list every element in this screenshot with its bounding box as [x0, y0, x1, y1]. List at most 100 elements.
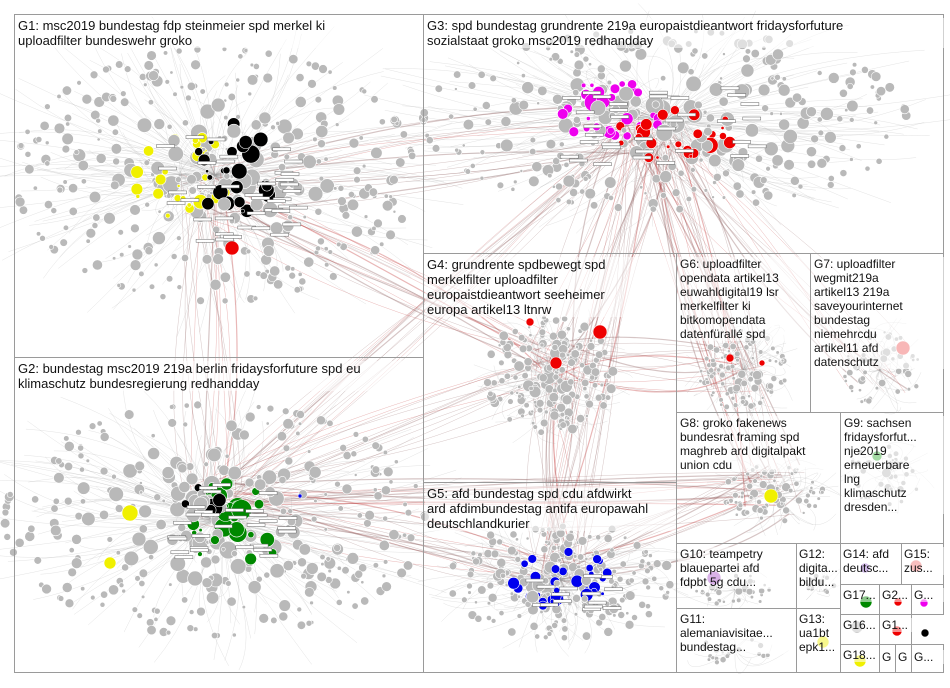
edge: [444, 65, 666, 121]
node: [223, 115, 229, 121]
edge: [429, 61, 666, 121]
edge: [664, 119, 892, 203]
edge: [214, 519, 412, 549]
edge: [679, 124, 723, 141]
group-label-g16: G16...: [841, 618, 883, 632]
edge: [402, 84, 666, 124]
node: [247, 91, 253, 97]
node: [395, 157, 406, 168]
edge: [202, 490, 531, 585]
node: [68, 206, 78, 216]
edge: [0, 174, 216, 177]
edge: [242, 472, 805, 503]
group-label-g1: G1: msc2019 bundestag fdp steinmeier spd…: [16, 18, 420, 48]
node: [170, 253, 178, 260]
edge: [121, 53, 216, 176]
edge: [241, 496, 573, 579]
edge: [214, 26, 335, 176]
edge: [64, 156, 216, 176]
edge: [742, 342, 787, 371]
edge: [516, 119, 666, 160]
edge: [559, 579, 571, 619]
node: [378, 118, 386, 126]
node: [92, 259, 103, 271]
edge: [169, 45, 216, 176]
group-label-g14: G14: afd deutsc...: [841, 547, 905, 575]
edge: [479, 370, 551, 390]
node: [129, 204, 141, 216]
edge: [538, 119, 666, 228]
edge: [405, 116, 666, 149]
edge: [534, 336, 722, 352]
edge: [467, 368, 551, 385]
edge: [870, 369, 899, 404]
node: [307, 79, 317, 89]
edge: [71, 113, 216, 176]
edge: [187, 187, 243, 490]
edge: [664, 46, 681, 121]
node: [223, 81, 230, 88]
group-label-g13: G13: ua1bt epk1...: [797, 612, 844, 654]
node: [112, 157, 120, 166]
node: [318, 175, 325, 182]
edge: [185, 212, 583, 374]
group-label-ga: G...: [912, 588, 947, 602]
edge: [201, 488, 581, 565]
edge: [221, 111, 626, 500]
group-label-g11: G11: alemaniavisitae... bundestag...: [678, 612, 798, 654]
node: [50, 207, 58, 214]
group-label-g3: G3: spd bundestag grundrente 219a europa…: [425, 18, 944, 48]
edge: [61, 500, 216, 524]
node: [185, 94, 192, 102]
edge: [582, 119, 678, 379]
edge: [187, 153, 641, 498]
node: [319, 178, 335, 194]
node: [110, 143, 123, 155]
edge: [214, 125, 437, 176]
edge: [214, 39, 287, 176]
group-label-g2: G2: bundestag msc2019 219a berlin friday…: [16, 361, 424, 391]
edge: [742, 368, 793, 401]
edge: [199, 519, 216, 611]
edge: [559, 579, 580, 611]
node: [6, 491, 14, 498]
node: [88, 190, 102, 204]
edge: [559, 579, 570, 646]
edge: [693, 369, 744, 397]
group-label-g6: G6: uploadfilter opendata artikel13 euwa…: [678, 257, 812, 341]
node: [348, 191, 355, 198]
node: [172, 91, 178, 97]
edge: [664, 63, 705, 121]
edge: [559, 579, 616, 630]
edge: [559, 579, 578, 650]
edge: [214, 519, 461, 538]
edge: [742, 354, 771, 371]
edge: [573, 119, 666, 182]
edge: [549, 374, 630, 402]
edge: [664, 45, 814, 121]
edge: [879, 369, 902, 412]
node: [91, 222, 99, 229]
edge: [215, 185, 231, 513]
group-box-g1: [14, 14, 424, 358]
node: [81, 93, 93, 105]
edge: [214, 174, 397, 287]
node: [62, 224, 70, 231]
edge: [734, 649, 789, 667]
node: [337, 185, 345, 192]
edge: [127, 174, 216, 284]
edge: [559, 579, 580, 609]
edge: [565, 350, 726, 375]
edge: [207, 208, 231, 504]
group-box-g3: [423, 14, 944, 254]
node: [181, 254, 189, 262]
edge: [879, 369, 898, 415]
node: [44, 160, 51, 167]
edge: [233, 96, 243, 171]
edge: [664, 119, 950, 132]
group-label-g1x: G1...: [880, 618, 915, 632]
edge: [18, 78, 216, 176]
group-label-g5: G5: afd bundestag spd cdu afdwirkt ard a…: [425, 486, 677, 531]
group-label-g9: G9: sachsen fridaysforfut... nje2019 ern…: [842, 416, 946, 514]
